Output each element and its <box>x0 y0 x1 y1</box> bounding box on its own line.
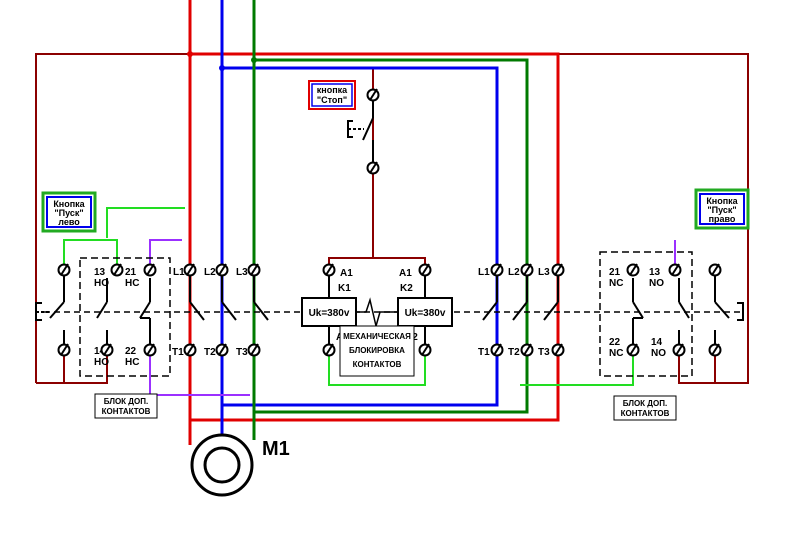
right-aux-caption: БЛОК ДОП. КОНТАКТОВ <box>613 395 677 421</box>
k1-t1: T1 <box>172 347 184 358</box>
k2-l3: L3 <box>538 267 550 278</box>
left-aux-nc-bot: НС <box>125 357 139 368</box>
interlock-line-3: КОНТАКТОВ <box>353 360 402 369</box>
stop-label-1: кнопка <box>317 85 348 95</box>
start-left-label-3: лево <box>58 217 80 227</box>
control-wiring-start <box>63 207 676 396</box>
right-aux-caption-2: КОНТАКТОВ <box>621 409 670 418</box>
right-aux-21: 21 <box>609 267 621 278</box>
k1-name: K1 <box>338 283 351 294</box>
right-aux-caption-1: БЛОК ДОП. <box>623 399 667 408</box>
start-right-label-2: "Пуск" <box>707 205 736 215</box>
k2-t1: T1 <box>478 347 490 358</box>
interlock-line-1: МЕХАНИЧЕСКАЯ <box>343 332 411 341</box>
interlock-line-2: БЛОКИРОВКА <box>349 346 405 355</box>
left-aux-22: 22 <box>125 346 137 357</box>
stop-label-2: "Стоп" <box>317 95 347 105</box>
k1-t3: T3 <box>236 347 248 358</box>
stop-terminal-bottom <box>366 161 380 175</box>
start-left-label-2: "Пуск" <box>54 208 83 218</box>
motor-m1: M1 <box>190 433 290 497</box>
start-left-label-1: Кнопка <box>53 199 85 209</box>
k2-t2: T2 <box>508 347 520 358</box>
k2-name: K2 <box>400 283 413 294</box>
left-aux-caption-2: КОНТАКТОВ <box>102 407 151 416</box>
right-aux-22: 22 <box>609 337 621 348</box>
k1-coil-label: Uk=380v <box>309 308 350 319</box>
right-aux-nc-top: NC <box>609 278 623 289</box>
interlock-label: МЕХАНИЧЕСКАЯ БЛОКИРОВКА КОНТАКТОВ <box>339 325 415 377</box>
k1-l2: L2 <box>204 267 216 278</box>
k2-l1: L1 <box>478 267 490 278</box>
k1-l3: L3 <box>236 267 248 278</box>
left-aux-14: 14 <box>94 346 106 357</box>
right-aux-14: 14 <box>651 337 663 348</box>
right-aux-nc-bot: NC <box>609 348 623 359</box>
right-aux-no-bot: NO <box>651 348 666 359</box>
left-aux-21: 21 <box>125 267 137 278</box>
k2-a1: A1 <box>399 268 412 279</box>
k2-coil: Uk=380v A1 K2 A2 <box>397 268 453 350</box>
left-aux-nc-top: НС <box>125 278 139 289</box>
right-aux-13: 13 <box>649 267 661 278</box>
start-right-label-1: Кнопка <box>706 196 738 206</box>
right-aux-block: 21 NC 13 NO 22 NC 14 NO <box>599 251 693 377</box>
left-aux-no-bot: НО <box>94 357 109 368</box>
k1-a1: A1 <box>340 268 353 279</box>
interlock-symbol <box>356 297 398 327</box>
motor-label: M1 <box>262 438 290 460</box>
stop-button: кнопка "Стоп" <box>308 80 356 110</box>
k1-l1: L1 <box>173 267 185 278</box>
stop-terminal-top <box>366 88 380 102</box>
start-right-button: Кнопка "Пуск" право <box>694 188 750 230</box>
power-phases <box>187 0 560 445</box>
k1-t2: T2 <box>204 347 216 358</box>
left-aux-13: 13 <box>94 267 106 278</box>
left-aux-block: 13 НО 21 НС 14 НО 22 НС <box>79 257 171 377</box>
k2-l2: L2 <box>508 267 520 278</box>
left-aux-caption-1: БЛОК ДОП. <box>104 397 148 406</box>
start-right-label-3: право <box>709 214 736 224</box>
k2-coil-label: Uk=380v <box>405 308 446 319</box>
left-aux-no-top: НО <box>94 278 109 289</box>
right-aux-no-top: NO <box>649 278 664 289</box>
k2-t3: T3 <box>538 347 550 358</box>
start-left-button: Кнопка "Пуск" лево <box>41 191 97 233</box>
left-aux-caption: БЛОК ДОП. КОНТАКТОВ <box>94 393 158 419</box>
